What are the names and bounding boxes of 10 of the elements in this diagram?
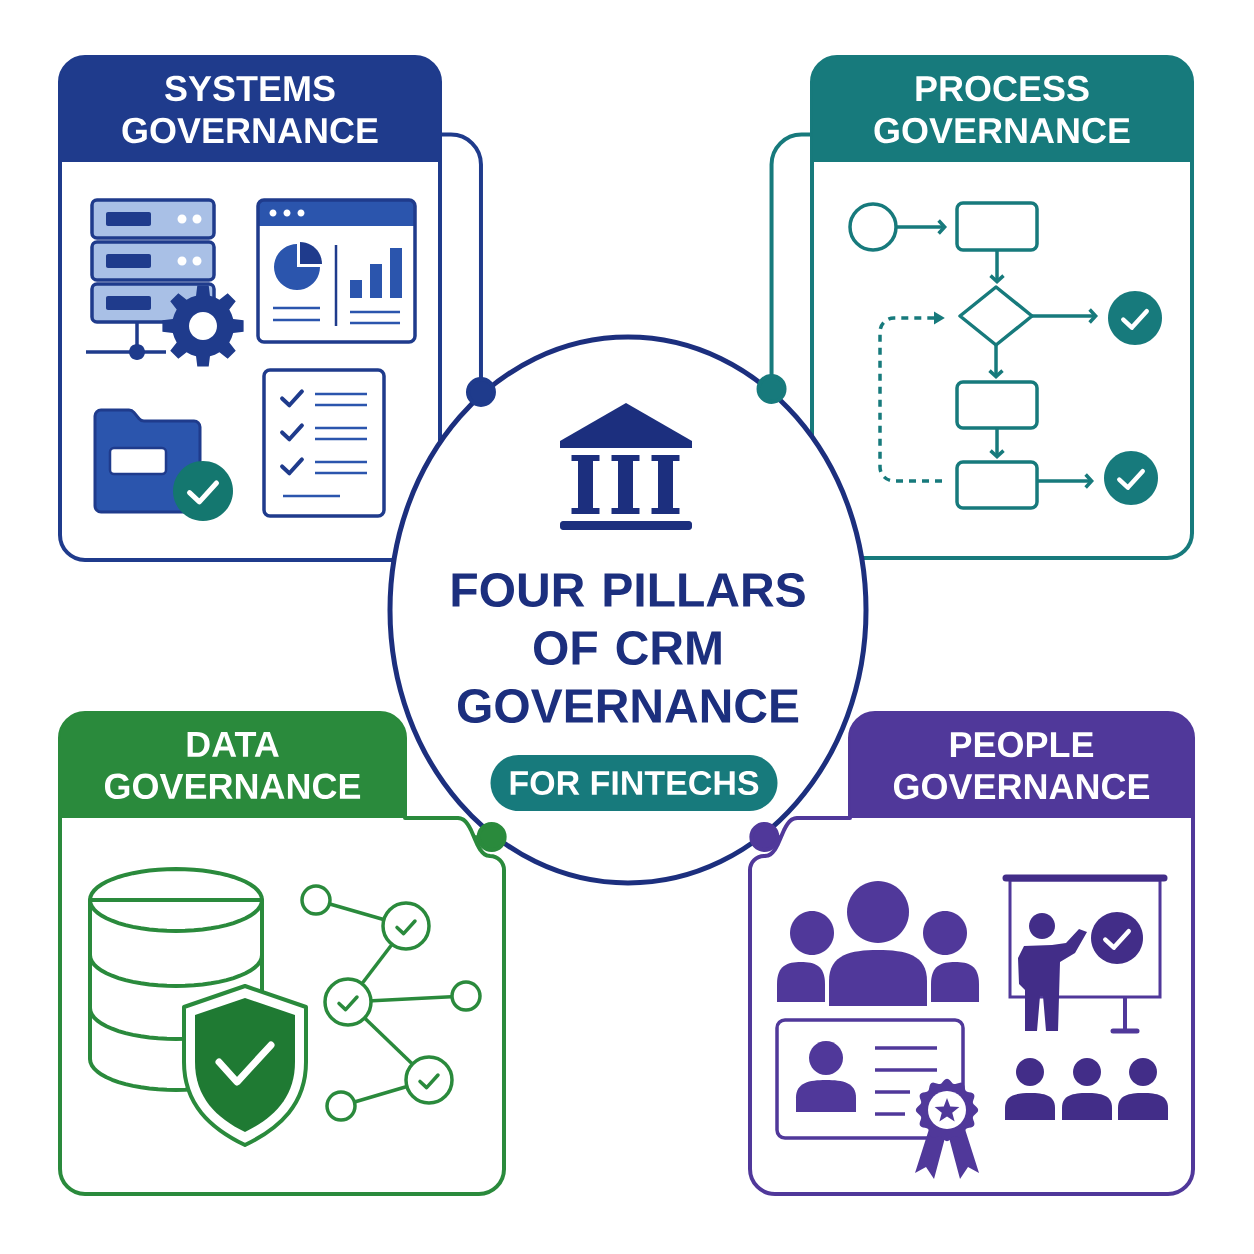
subtitle-pill: FOR FINTECHS	[490, 755, 778, 811]
connector	[440, 132, 496, 407]
panel-header: PROCESS GOVERNANCE	[812, 57, 1192, 162]
panel-header: DATA GOVERNANCE	[60, 713, 405, 818]
panel-header: PEOPLE GOVERNANCE	[850, 713, 1193, 818]
connector	[749, 821, 781, 852]
connector	[474, 821, 507, 852]
panel-header: SYSTEMS GOVERNANCE	[60, 57, 440, 162]
connector	[756, 132, 812, 404]
title-text: FOUR PILLARS OF CRM GOVERNANCE	[452, 573, 805, 723]
